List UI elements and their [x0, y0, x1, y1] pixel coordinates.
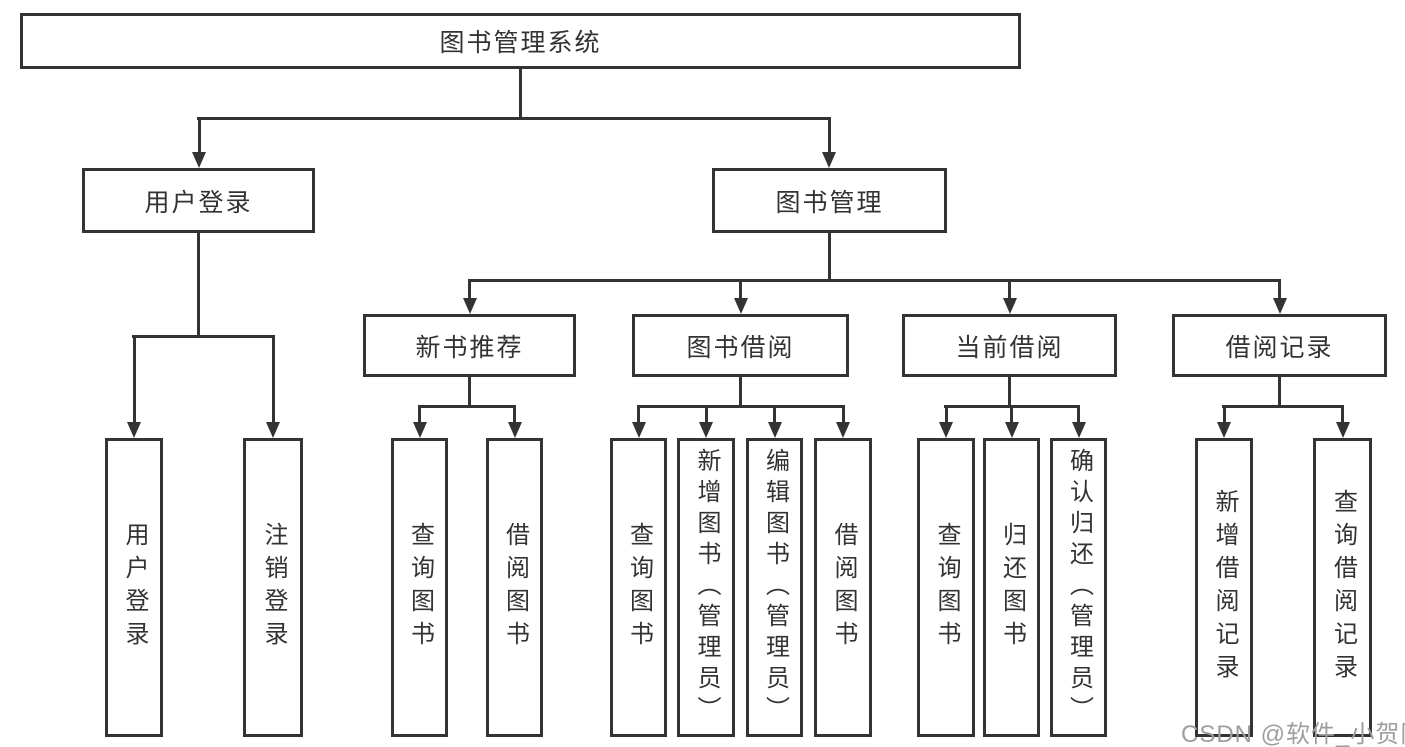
- leaf-label: 查询图书: [625, 521, 653, 654]
- connector-stem: [637, 405, 640, 424]
- leaf-label: 新增借阅记录: [1211, 488, 1238, 687]
- connector-stem: [739, 279, 742, 300]
- node-label: 当前借阅: [955, 333, 1064, 362]
- connector-hbar: [418, 405, 516, 408]
- connector-stem: [705, 405, 708, 424]
- connector-root-stem: [519, 69, 522, 119]
- arrow-down-icon: [1336, 422, 1350, 438]
- leaf-label: 归还图书: [998, 521, 1026, 654]
- arrow-down-icon: [734, 298, 748, 314]
- node-label: 新书推荐: [415, 333, 524, 362]
- arrow-down-icon: [1217, 422, 1231, 438]
- arrow-down-icon: [266, 422, 280, 438]
- leaf-borrow-books: 借阅图书: [486, 438, 543, 737]
- leaf-user-login: 用户登录: [105, 438, 163, 737]
- connector-stem: [1008, 279, 1011, 300]
- leaf-logout: 注销登录: [243, 438, 303, 737]
- connector-stem: [418, 405, 421, 424]
- connector-stem: [198, 117, 201, 154]
- connector-hbar: [637, 405, 845, 408]
- leaf-add-borrow-record: 新增借阅记录: [1195, 438, 1253, 737]
- leaf-label: 借阅图书: [830, 521, 857, 654]
- watermark: CSDN @软件_小贺同学: [1181, 721, 1405, 747]
- node-user-login: 用户登录: [82, 168, 315, 233]
- connector-stem: [1278, 377, 1281, 407]
- leaf-label: 注销登录: [260, 521, 287, 654]
- connector-stem: [1223, 405, 1226, 424]
- arrow-down-icon: [1005, 422, 1019, 438]
- leaf-return-book: 归还图书: [983, 438, 1040, 737]
- arrow-down-icon: [413, 422, 427, 438]
- leaf-label: 查询借阅记录: [1329, 488, 1357, 687]
- connector-stem: [739, 377, 742, 407]
- node-current-borrowing: 当前借阅: [902, 314, 1117, 377]
- leaf-edit-book-admin: 编辑图书（管理员）: [746, 438, 803, 737]
- connector-stem: [773, 405, 776, 424]
- leaf-label: 编辑图书（管理员）: [761, 448, 789, 727]
- arrow-down-icon: [192, 152, 206, 168]
- connector-root-hbar: [197, 117, 831, 120]
- arrow-down-icon: [1072, 422, 1086, 438]
- leaf-add-book-admin: 新增图书（管理员）: [677, 438, 735, 737]
- arrow-down-icon: [1003, 298, 1017, 314]
- leaf-label: 用户登录: [121, 521, 148, 654]
- node-book-management: 图书管理: [712, 168, 947, 233]
- leaf-label: 查询图书: [933, 521, 960, 654]
- leaf-query-borrow-record: 查询借阅记录: [1313, 438, 1372, 737]
- connector-stem: [468, 377, 471, 407]
- leaf-confirm-return-admin: 确认归还（管理员）: [1050, 438, 1107, 737]
- connector-stem: [1077, 405, 1080, 424]
- arrow-down-icon: [939, 422, 953, 438]
- arrow-down-icon: [463, 298, 477, 314]
- connector-stem: [1010, 405, 1013, 424]
- connector-stem: [513, 405, 516, 424]
- arrow-down-icon: [822, 152, 836, 168]
- leaf-label: 查询图书: [406, 521, 434, 654]
- arrow-down-icon: [508, 422, 522, 438]
- leaf-label: 新增图书（管理员）: [693, 448, 720, 727]
- connector-stem: [1278, 279, 1281, 300]
- arrow-down-icon: [1273, 298, 1287, 314]
- connector-stem: [1008, 377, 1011, 407]
- leaf-label: 借阅图书: [501, 521, 529, 654]
- node-label: 用户登录: [144, 188, 253, 217]
- connector-stem: [945, 405, 948, 424]
- node-borrow-records: 借阅记录: [1172, 314, 1387, 377]
- connector-stem: [272, 335, 275, 424]
- leaf-borrow-books-2: 借阅图书: [814, 438, 872, 737]
- arrow-down-icon: [127, 422, 141, 438]
- node-label: 图书借阅: [686, 333, 795, 362]
- connector-hbar: [1222, 405, 1344, 408]
- node-label: 图书管理系统: [439, 29, 602, 57]
- connector-stem: [828, 117, 831, 154]
- leaf-label: 确认归还（管理员）: [1065, 448, 1093, 727]
- connector-stem: [133, 335, 136, 424]
- node-label: 借阅记录: [1225, 333, 1334, 362]
- connector-stem: [1341, 405, 1344, 424]
- arrow-down-icon: [632, 422, 646, 438]
- arrow-down-icon: [768, 422, 782, 438]
- connector-stem: [197, 233, 200, 337]
- node-library-system: 图书管理系统: [20, 13, 1021, 69]
- arrow-down-icon: [699, 422, 713, 438]
- node-new-book-recommend: 新书推荐: [363, 314, 576, 377]
- leaf-query-books-2: 查询图书: [610, 438, 667, 737]
- node-book-borrowing: 图书借阅: [632, 314, 849, 377]
- node-label: 图书管理: [775, 188, 884, 217]
- leaf-query-books-3: 查询图书: [917, 438, 975, 737]
- leaf-query-books: 查询图书: [391, 438, 448, 737]
- connector-hbar: [132, 335, 275, 338]
- connector-hbar: [468, 279, 1281, 282]
- arrow-down-icon: [836, 422, 850, 438]
- connector-stem: [828, 233, 831, 281]
- connector-stem: [468, 279, 471, 300]
- connector-stem: [842, 405, 845, 424]
